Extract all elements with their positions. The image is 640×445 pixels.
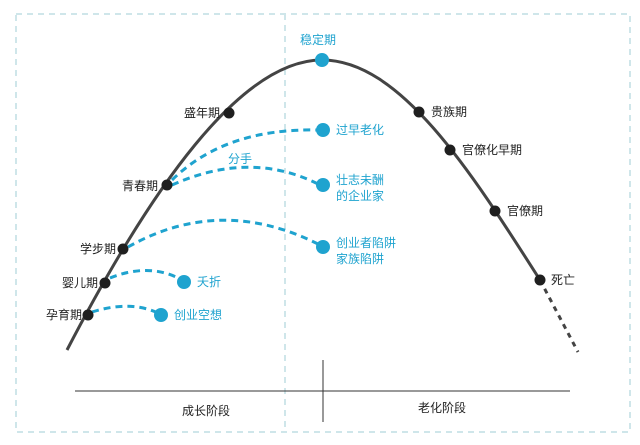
stage-dot-stable <box>315 53 329 67</box>
stage-label-courtship: 孕育期 <box>45 308 82 322</box>
stage-label-infancy: 婴儿期 <box>61 276 98 290</box>
split-label: 分手 <box>228 152 253 166</box>
stage-label-adolescence: 青春期 <box>121 179 158 193</box>
trap-label-unfulfilled-2: 的企业家 <box>336 189 385 203</box>
trap-dot-affair <box>154 308 168 322</box>
stage-label-stable: 稳定期 <box>300 33 337 47</box>
trap-path-unfulfilled <box>171 165 319 187</box>
stage-label-bureaucracy: 官僚期 <box>507 204 544 218</box>
stage-dot-aristocracy <box>413 106 425 118</box>
stage-dot-courtship <box>82 309 94 321</box>
stage-dot-bureaucracy <box>489 205 501 217</box>
trap-path-premature-aging <box>170 128 319 182</box>
stage-dot-infancy <box>99 277 111 289</box>
trap-label-family-trap: 家族陷阱 <box>336 252 385 266</box>
trap-label-premature-aging: 过早老化 <box>336 123 385 137</box>
trap-dot-premature-aging <box>316 123 330 137</box>
trap-label-founder-trap: 创业者陷阱 <box>336 236 397 250</box>
stage-label-gogo: 学步期 <box>79 242 116 256</box>
trap-path-founder-trap <box>127 218 319 249</box>
stage-label-death: 死亡 <box>551 273 576 287</box>
trap-label-infant-death: 夭折 <box>197 275 222 289</box>
stage-label-early-bureaucracy: 官僚化早期 <box>462 143 523 157</box>
phase-label-aging: 老化阶段 <box>418 401 467 415</box>
lifecycle-curve <box>65 58 542 351</box>
trap-path-infant-death <box>109 268 183 282</box>
phase-label-growth: 成长阶段 <box>182 404 231 418</box>
trap-path-affair <box>91 304 159 315</box>
trap-dot-founder-trap <box>316 240 330 254</box>
stage-dot-prime <box>223 107 235 119</box>
trap-label-unfulfilled: 壮志未酬 <box>336 173 385 187</box>
stage-dot-early-bureaucracy <box>444 144 456 156</box>
stage-label-aristocracy: 贵族期 <box>431 105 468 119</box>
trap-dot-infant-death <box>177 275 191 289</box>
stage-dot-gogo <box>117 243 129 255</box>
stage-label-prime: 盛年期 <box>183 106 220 120</box>
stage-dot-death <box>534 274 546 286</box>
decline-dashed-line <box>538 279 580 353</box>
trap-dot-unfulfilled <box>316 178 330 192</box>
trap-label-affair: 创业空想 <box>174 308 223 322</box>
stage-dot-adolescence <box>161 179 173 191</box>
